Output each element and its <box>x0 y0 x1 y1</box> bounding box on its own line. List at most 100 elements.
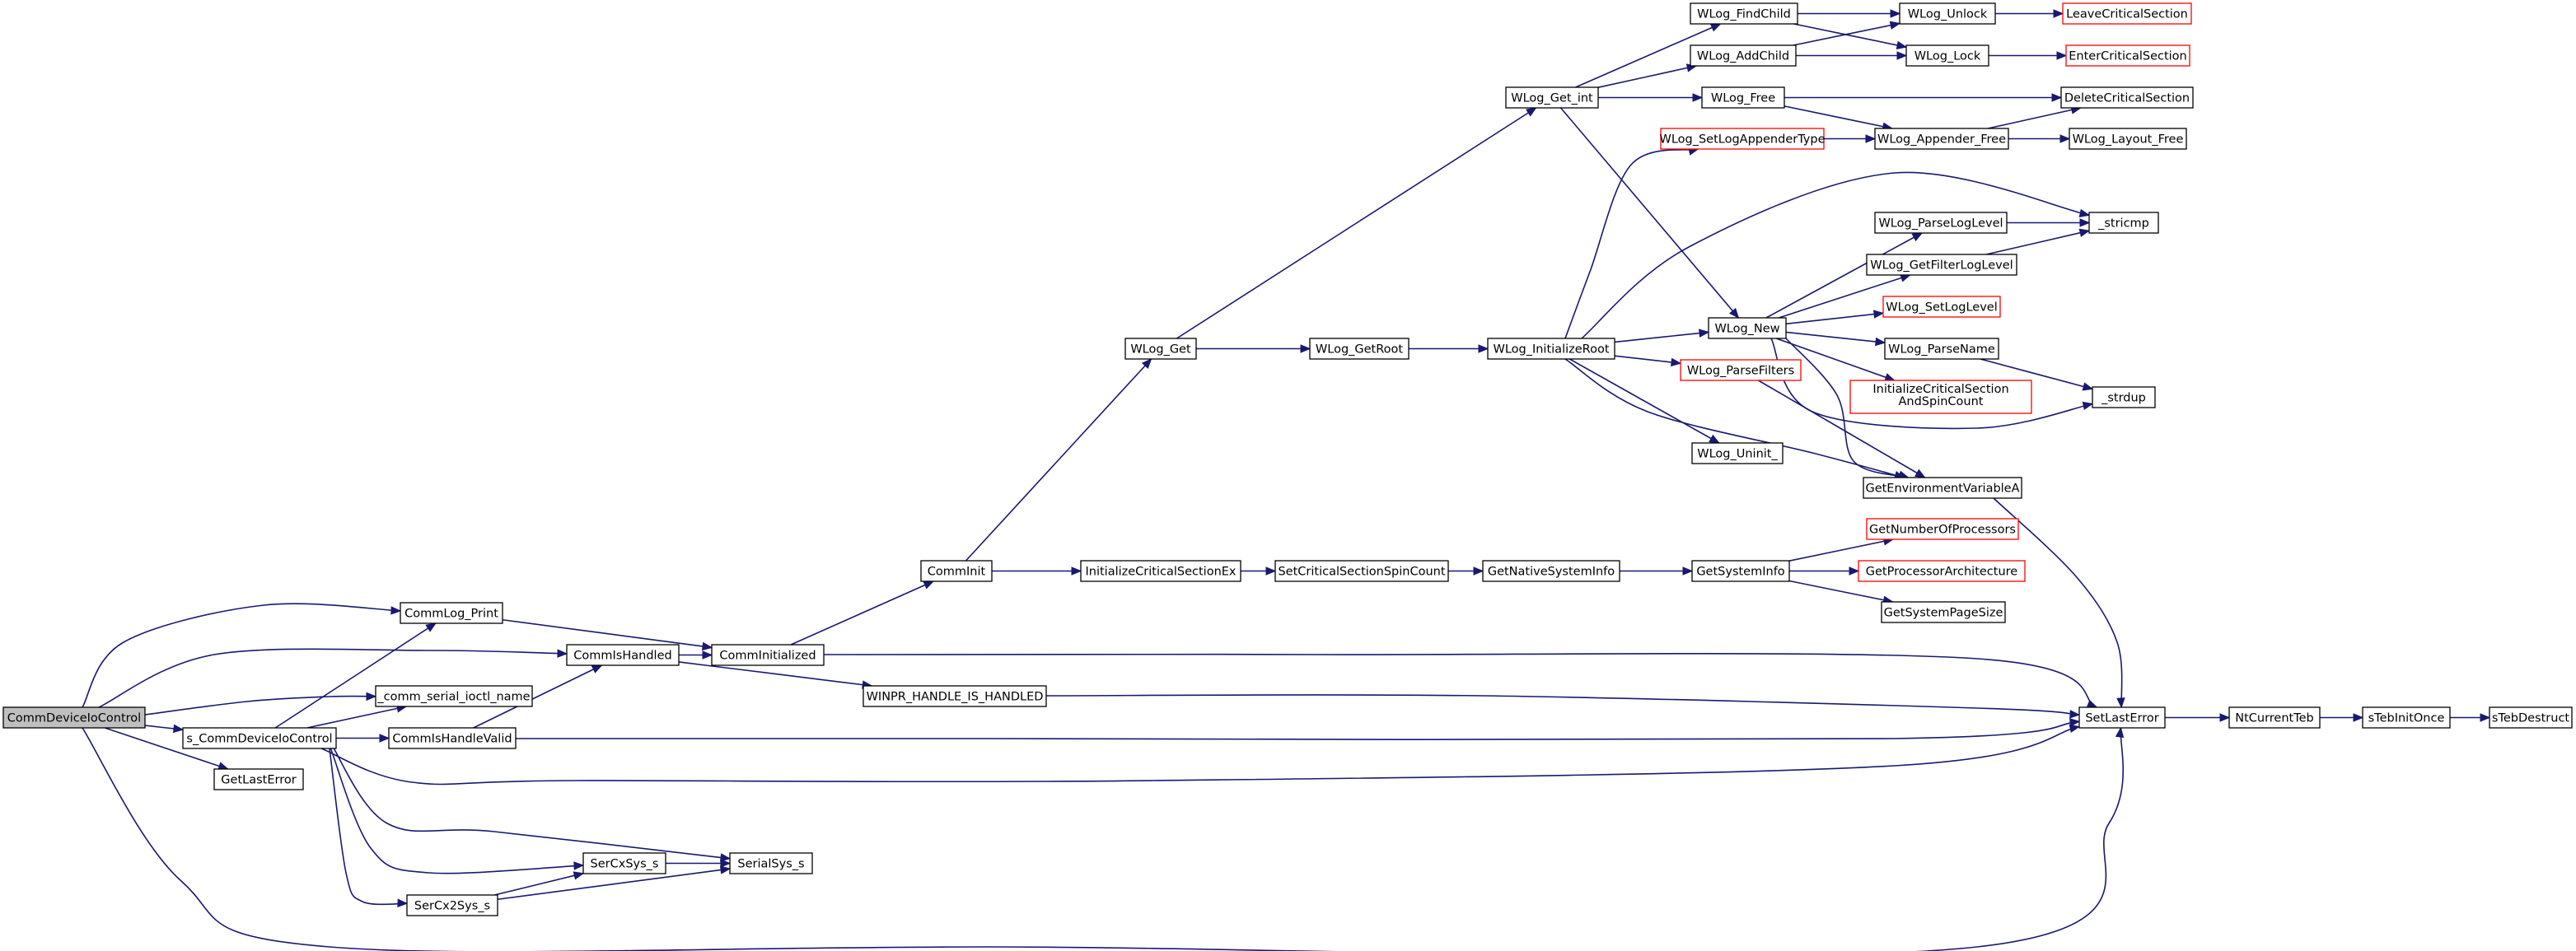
node-label: WLog_Appender_Free <box>1877 133 2006 147</box>
node-label: _comm_serial_ioctl_name <box>376 691 530 704</box>
node-label: LeaveCriticalSection <box>2066 8 2188 21</box>
call-edge-sTebInitOnce-to-sTebDestruct <box>2450 713 2491 722</box>
node-label: WLog_Lock <box>1914 50 1981 63</box>
node-winpr-handle-is-handled[interactable]: WINPR_HANDLE_IS_HANDLED <box>863 685 1047 707</box>
node-stebinitonce[interactable]: sTebInitOnce <box>2362 706 2451 729</box>
call-edge-WLog_Unlock-to-LeaveCriticalSection <box>1995 9 2064 18</box>
node-stebdestruct[interactable]: sTebDestruct <box>2489 706 2573 729</box>
call-edge-CommIsHandled-to-WINPR_HANDLE_IS_HANDLED <box>678 661 873 689</box>
node-comminit[interactable]: CommInit <box>920 560 993 582</box>
call-edge-CommInit-to-WLog_Get <box>965 358 1152 562</box>
node-label: WLog_Uninit_ <box>1697 448 1778 461</box>
node-label: s_CommDeviceIoControl <box>186 733 332 746</box>
call-edge-WLog_GetFilterLogLevel-to-_stricmp <box>1985 228 2091 255</box>
node-wlog-getfilterloglevel[interactable]: WLog_GetFilterLogLevel <box>1866 254 2017 276</box>
node-wlog-addchild[interactable]: WLog_AddChild <box>1690 44 1797 67</box>
node-wlog-get[interactable]: WLog_Get <box>1124 338 1197 360</box>
node-comminitialized[interactable]: CommInitialized <box>711 644 825 666</box>
node-wlog-getroot[interactable]: WLog_GetRoot <box>1309 338 1410 360</box>
node-label: InitializeCriticalSection <box>1872 383 2008 396</box>
node-getenvironmentvariablea[interactable]: GetEnvironmentVariableA <box>1863 477 2022 499</box>
node-label: sTebInitOnce <box>2368 712 2445 725</box>
node-commlog-print[interactable]: CommLog_Print <box>400 602 503 624</box>
node-serialsys-s[interactable]: SerialSys_s <box>729 852 813 874</box>
node-wlog-new[interactable]: WLog_New <box>1708 317 1787 339</box>
node-getprocessorarchitecture[interactable]: GetProcessorArchitecture <box>1858 560 2026 582</box>
node-label: GetProcessorArchitecture <box>1866 566 2018 579</box>
node-label: GetNativeSystemInfo <box>1488 566 1615 579</box>
node-label: WLog_FindChild <box>1697 8 1791 21</box>
node-setlasterror[interactable]: SetLastError <box>2078 706 2166 729</box>
node-label: GetSystemInfo <box>1696 566 1784 579</box>
node-label: NtCurrentTeb <box>2235 712 2314 725</box>
node-wlog-get-int[interactable]: WLog_Get_int <box>1505 86 1599 109</box>
node-wlog-appender-free[interactable]: WLog_Appender_Free <box>1874 128 2009 150</box>
node-wlog-layout-free[interactable]: WLog_Layout_Free <box>2069 128 2187 150</box>
node-label: WLog_Get <box>1130 343 1191 357</box>
node-getnativesysteminfo[interactable]: GetNativeSystemInfo <box>1482 560 1620 582</box>
call-edge-WLog_AddChild-to-WLog_Unlock <box>1793 21 1901 46</box>
node-getsysteminfo[interactable]: GetSystemInfo <box>1691 560 1790 582</box>
node-commdeviceiocontrol[interactable]: CommDeviceIoControl <box>2 706 146 729</box>
node-label: WLog_Unlock <box>1908 8 1988 21</box>
call-edge-WLog_ParseFilters-to-GetEnvironmentVariableA <box>1758 380 1926 478</box>
node-getlasterror[interactable]: GetLastError <box>213 768 304 790</box>
node--comm-serial-ioctl-name[interactable]: _comm_serial_ioctl_name <box>375 685 533 707</box>
node-wlog-parsename[interactable]: WLog_ParseName <box>1884 338 1999 360</box>
call-edge-s_CommDeviceIoControl-to-SerialSys_s <box>329 740 732 862</box>
call-edge-WLog_SetLogAppenderType-to-WLog_Appender_Free <box>1823 134 1877 143</box>
node-wlog-initializeroot[interactable]: WLog_InitializeRoot <box>1487 338 1615 360</box>
call-edge-WLog_FindChild-to-WLog_Unlock <box>1798 9 1901 18</box>
node-entercriticalsection[interactable]: EnterCriticalSection <box>2065 44 2190 67</box>
call-edge-WLog_Appender_Free-to-WLog_Layout_Free <box>2008 134 2071 143</box>
call-edge-GetNativeSystemInfo-to-GetSystemInfo <box>1620 566 1694 576</box>
node-wlog-parseloglevel[interactable]: WLog_ParseLogLevel <box>1874 212 2008 234</box>
call-edge-s_CommDeviceIoControl-to-CommIsHandleValid <box>335 734 390 743</box>
node-wlog-parsefilters[interactable]: WLog_ParseFilters <box>1680 359 1802 381</box>
call-edge-CommLog_Print-to-CommInitialized <box>502 618 713 651</box>
node-label: WLog_ParseName <box>1888 343 1995 357</box>
call-edge-s_CommDeviceIoControl-to-CommLog_Print <box>274 622 437 729</box>
node-sercxsys-s[interactable]: SerCxSys_s <box>582 852 666 874</box>
node--strdup[interactable]: _strdup <box>2092 386 2156 408</box>
call-edge-WLog_Get_int-to-WLog_AddChild <box>1597 63 1698 88</box>
call-edge-SerCx2Sys_s-to-SerCxSys_s <box>494 871 585 896</box>
call-edge-WLog_Get-to-WLog_GetRoot <box>1196 344 1311 353</box>
call-edge-WLog_New-to-WLog_SetLogLevel <box>1785 310 1885 325</box>
node-wlog-lock[interactable]: WLog_Lock <box>1905 44 1989 67</box>
node-s-commdeviceiocontrol[interactable]: s_CommDeviceIoControl <box>182 727 337 749</box>
node-setcriticalsectionspincount[interactable]: SetCriticalSectionSpinCount <box>1274 560 1449 582</box>
node-label: WLog_ParseLogLevel <box>1878 217 2003 231</box>
call-edge-SerCx2Sys_s-to-SerialSys_s <box>497 865 732 901</box>
call-edge-CommDeviceIoControl-to-s_CommDeviceIoControl <box>144 724 185 734</box>
call-edge-s_CommDeviceIoControl-to-SetLastError <box>320 724 2081 786</box>
node-getsystempagesize[interactable]: GetSystemPageSize <box>1881 601 2006 623</box>
node-wlog-setloglevel[interactable]: WLog_SetLogLevel <box>1882 296 2001 318</box>
call-edge-WLog_ParseLogLevel-to-_stricmp <box>2006 218 2091 227</box>
node-label: SetLastError <box>2085 712 2158 725</box>
node--stricmp[interactable]: _stricmp <box>2088 212 2159 234</box>
node-wlog-findchild[interactable]: WLog_FindChild <box>1690 2 1798 25</box>
node-wlog-unlock[interactable]: WLog_Unlock <box>1899 2 1996 25</box>
node-wlog-free[interactable]: WLog_Free <box>1701 86 1785 109</box>
node-ntcurrentteb[interactable]: NtCurrentTeb <box>2228 706 2321 729</box>
node-getnumberofprocessors[interactable]: GetNumberOfProcessors <box>1866 518 2019 540</box>
node-initializecriticalsectionex[interactable]: InitializeCriticalSectionEx <box>1080 560 1241 582</box>
node-wlog-setlogappendertype[interactable]: WLog_SetLogAppenderType <box>1659 128 1826 150</box>
node-leavecriticalsection[interactable]: LeaveCriticalSection <box>2062 2 2192 25</box>
node-wlog-uninit-[interactable]: WLog_Uninit_ <box>1691 442 1784 464</box>
node-label: WLog_SetLogLevel <box>1886 301 1997 315</box>
node-deletecriticalsection[interactable]: DeleteCriticalSection <box>2060 86 2194 109</box>
node-label: WLog_ParseFilters <box>1687 365 1794 378</box>
node-label: SetCriticalSectionSpinCount <box>1278 566 1445 579</box>
node-commishandled[interactable]: CommIsHandled <box>566 644 680 666</box>
call-edge-SerCxSys_s-to-SerialSys_s <box>666 859 732 868</box>
call-edge-CommDeviceIoControl-to-CommIsHandled <box>98 648 568 708</box>
node-sercx2sys-s[interactable]: SerCx2Sys_s <box>406 894 498 916</box>
node-label: WLog_InitializeRoot <box>1493 343 1609 357</box>
node-label: CommIsHandled <box>573 650 671 663</box>
node-commishandlevalid[interactable]: CommIsHandleValid <box>388 727 517 749</box>
call-edge-CommIsHandleValid-to-SetLastError <box>516 718 2081 741</box>
